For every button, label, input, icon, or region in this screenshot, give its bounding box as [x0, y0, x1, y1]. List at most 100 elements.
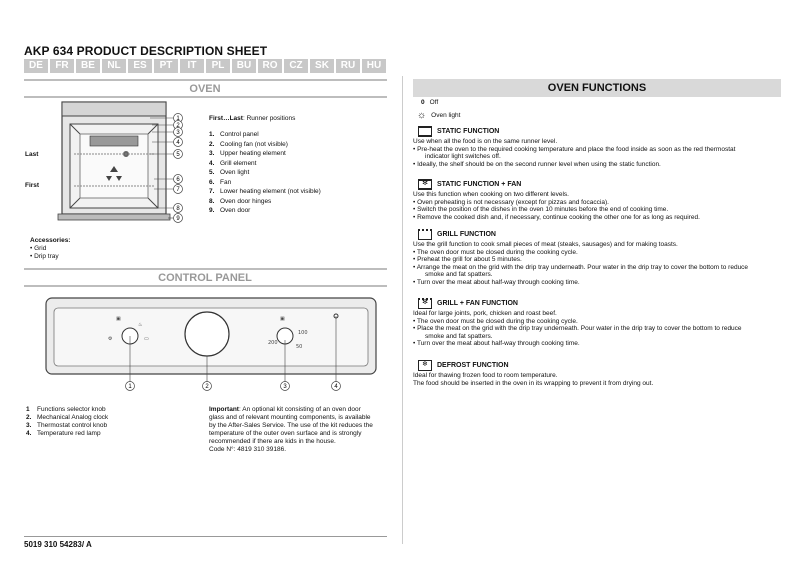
part-item: 6.Fan — [209, 178, 232, 186]
language-tab-it[interactable]: IT — [180, 59, 204, 73]
part-item: 4.Grill element — [209, 159, 257, 167]
language-tab-pl[interactable]: PL — [206, 59, 230, 73]
off-symbol: 0 — [421, 99, 425, 106]
static-function-heading: STATIC FUNCTION — [418, 126, 499, 137]
function-line: • Turn over the meat about half-way thro… — [413, 278, 580, 286]
defrost-icon: ❄ — [418, 360, 432, 371]
oven-callout-1-label: 1 — [176, 116, 180, 122]
svg-text:50: 50 — [296, 344, 302, 350]
footer-rule — [24, 536, 387, 537]
oven-callout-3 — [173, 127, 183, 137]
language-tab-be[interactable]: BE — [76, 59, 100, 73]
oven-callout-4 — [173, 137, 183, 147]
oven-callout-7-label: 7 — [176, 187, 180, 193]
language-tab-de[interactable]: DE — [24, 59, 48, 73]
function-line: • Turn over the meat about half-way thro… — [413, 340, 580, 348]
static-function-icon — [418, 126, 432, 137]
document-code: 5019 310 54283/ A — [24, 540, 92, 549]
language-tab-nl[interactable]: NL — [102, 59, 126, 73]
language-tab-hu[interactable]: HU — [362, 59, 386, 73]
language-tab-bu[interactable]: BU — [232, 59, 256, 73]
function-line: • Ideally, the shelf should be on the se… — [413, 160, 661, 168]
part-item: 8.Oven door hinges — [209, 197, 272, 205]
section-rule — [24, 96, 387, 98]
function-line: • Switch the position of the dishes in t… — [413, 206, 669, 214]
function-line: • Pre-heat the oven to the required cook… — [413, 145, 736, 153]
part-item: 9.Oven door — [209, 207, 251, 214]
function-line: smoke and fat spatters. — [425, 332, 493, 340]
panel-legend-item: 2.Mechanical Analog clock — [26, 414, 109, 421]
language-tab-fr[interactable]: FR — [50, 59, 74, 73]
oven-heading: OVEN — [189, 83, 221, 95]
oven-callout-5 — [173, 149, 183, 159]
language-tab-pt[interactable]: PT — [154, 59, 178, 73]
oven-callout-6-label: 6 — [176, 177, 180, 183]
oven-functions-heading: OVEN FUNCTIONS — [547, 82, 647, 94]
function-line: • The oven door must be closed during th… — [413, 317, 578, 325]
static-fan-heading: ✻STATIC FUNCTION + FAN — [418, 179, 521, 190]
oven-callout-8-label: 8 — [176, 206, 180, 212]
function-line: The food should be inserted in the oven … — [413, 379, 654, 387]
language-tab-sk[interactable]: SK — [310, 59, 334, 73]
section-rule — [24, 285, 387, 287]
static-fan-icon: ✻ — [418, 179, 432, 190]
language-tab-es[interactable]: ES — [128, 59, 152, 73]
panel-callout-1-label: 1 — [128, 384, 132, 390]
grill-fan-icon: ✻ — [418, 298, 432, 309]
svg-text:100: 100 — [298, 330, 308, 336]
oven-callout-7 — [173, 184, 183, 194]
function-line: Ideal for large joints, pork, chicken an… — [413, 310, 557, 317]
function-off: 0 Off — [421, 99, 438, 106]
function-line: • The oven door must be closed during th… — [413, 248, 578, 256]
function-line: Use the grill function to cook small pie… — [413, 241, 678, 248]
static-function-text: Use when all the food is on the same run… — [413, 138, 785, 168]
important-note: Important: An optional kit consisting of… — [209, 406, 389, 454]
svg-text:⚙: ⚙ — [108, 336, 113, 342]
panel-callout-1 — [125, 381, 135, 391]
part-item: 3.Upper heating element — [209, 150, 286, 157]
grill-icon — [418, 229, 432, 240]
function-line: Use this function when cooking on two di… — [413, 191, 569, 198]
accessories: Accessories: • Grid• Drip tray — [30, 237, 70, 261]
svg-text:▣: ▣ — [280, 316, 285, 322]
panel-callout-2-label: 2 — [205, 384, 209, 390]
accessory-item: • Drip tray — [30, 253, 59, 260]
accessory-item: • Grid — [30, 245, 47, 252]
panel-callout-4 — [331, 381, 341, 391]
function-line: • Place the meat on the grid with the dr… — [413, 325, 742, 333]
function-line: • Arrange the meat on the grid with the … — [413, 263, 749, 271]
panel-callout-3 — [280, 381, 290, 391]
column-divider — [402, 76, 403, 544]
oven-callout-4-label: 4 — [176, 140, 180, 146]
oven-callout-9 — [173, 213, 183, 223]
part-item: 2.Cooling fan (not visible) — [209, 140, 288, 148]
accessories-title: Accessories: — [30, 237, 71, 244]
off-label: Off — [429, 99, 439, 106]
language-tab-ru[interactable]: RU — [336, 59, 360, 73]
function-oven-light: ☼Oven light — [417, 110, 460, 121]
oven-callout-3-label: 3 — [176, 130, 180, 136]
oven-callout-2-label: 2 — [176, 123, 180, 129]
light-label: Oven light — [431, 112, 461, 119]
panel-legend-item: 4.Temperature red lamp — [26, 430, 101, 437]
control-panel-heading: CONTROL PANEL — [158, 272, 252, 284]
part-item: 7.Lower heating element (not visible) — [209, 188, 321, 195]
sheet-title: AKP 634 PRODUCT DESCRIPTION SHEET — [24, 44, 268, 58]
svg-text:▣: ▣ — [116, 316, 121, 322]
grill-fan-text: Ideal for large joints, pork, chicken an… — [413, 310, 785, 348]
language-tab-cz[interactable]: CZ — [284, 59, 308, 73]
section-rule — [24, 79, 387, 81]
svg-text:♨: ♨ — [138, 322, 142, 328]
runner-label-last: Last — [25, 151, 39, 158]
function-line: • Oven preheating is not necessary (exce… — [413, 198, 609, 206]
language-tab-ro[interactable]: RO — [258, 59, 282, 73]
svg-text:200: 200 — [268, 340, 278, 346]
grill-fan-heading: ✻GRILL + FAN FUNCTION — [418, 298, 518, 309]
oven-functions-bar: OVEN FUNCTIONS — [413, 79, 781, 97]
